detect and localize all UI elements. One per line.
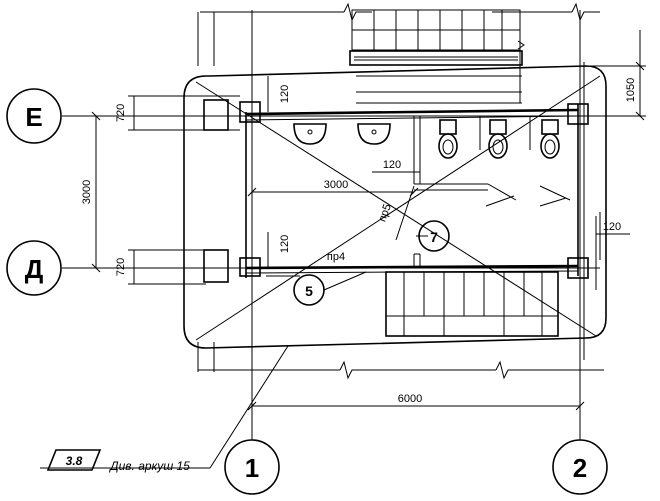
node-label-5: 5 <box>305 283 313 299</box>
axis-lines <box>62 10 646 440</box>
washbasins <box>293 123 391 145</box>
dim-120-mid: 120 <box>383 159 401 171</box>
dim-120-top: 120 <box>279 85 291 103</box>
walls <box>245 62 585 360</box>
axis-label-1: 1 <box>245 453 259 483</box>
axis-bubble-e: Е <box>6 88 62 144</box>
dim-3000-vertical: 3000 <box>81 180 93 204</box>
dim-120-right: 120 <box>603 221 621 233</box>
leader-lines <box>40 235 428 469</box>
dim-6000: 6000 <box>398 393 422 405</box>
sheet-reference: 3.8 Див. аркуш 15 <box>46 449 190 473</box>
axis-bubble-d: Д <box>6 240 62 296</box>
slab-diagonals <box>195 75 601 341</box>
axis-bubble-2: 2 <box>552 439 608 495</box>
node-marker-7: 7 <box>418 220 450 252</box>
dim-3000-horizontal: 3000 <box>324 179 348 191</box>
toilets <box>438 119 560 159</box>
upper-stair <box>349 9 525 104</box>
sheet-note: Див. аркуш 15 <box>108 459 190 473</box>
dimension-lines <box>91 30 646 411</box>
axis-label-d: Д <box>25 254 44 284</box>
opening-pr5: пр5 <box>376 202 394 223</box>
axis-label-e: Е <box>25 102 42 132</box>
dim-1050: 1050 <box>625 78 637 102</box>
opening-pr4: пр4 <box>327 251 345 263</box>
axis-label-2: 2 <box>573 453 587 483</box>
dim-720-bottom: 720 <box>115 258 127 276</box>
slab-contour <box>183 65 607 349</box>
dim-120-left: 120 <box>279 235 291 253</box>
node-label-7: 7 <box>430 229 438 245</box>
dim-720-top: 720 <box>115 104 127 122</box>
lower-stair <box>385 271 559 337</box>
node-marker-5: 5 <box>293 274 325 306</box>
axis-bubble-1: 1 <box>224 439 280 495</box>
break-lines <box>197 2 604 380</box>
sheet-code: 3.8 <box>66 454 83 468</box>
